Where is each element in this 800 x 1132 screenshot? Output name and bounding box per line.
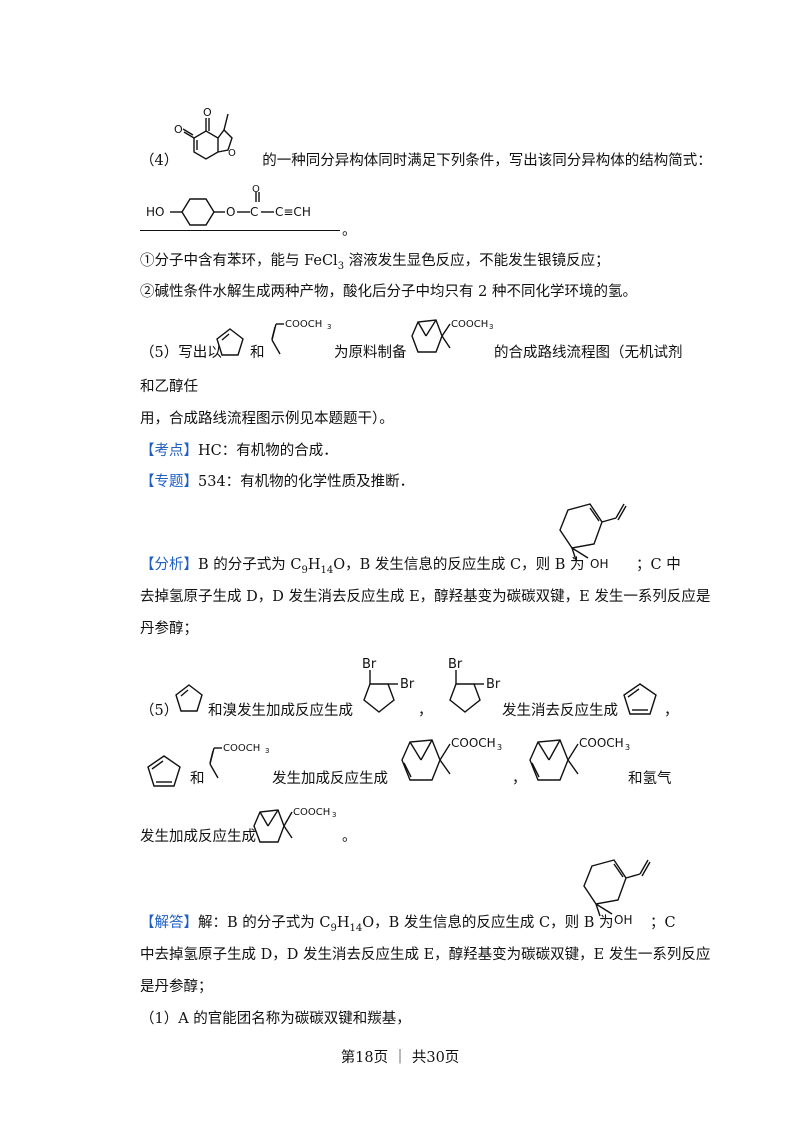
fenxi-line1: 【分析】B 的分子式为 C9H14O，B 发生信息的反应生成 C，则 B 为 — [140, 557, 585, 576]
svg-text:COOCH: COOCH — [579, 736, 624, 750]
svg-text:COOCH: COOCH — [223, 743, 260, 754]
q5-num: （5）写出以 — [140, 345, 222, 361]
svg-text:O: O — [252, 184, 260, 195]
final-product: COOCH 3 — [246, 800, 342, 854]
svg-text:3: 3 — [332, 811, 336, 819]
p5-t5: 发生加成反应生成 — [140, 829, 256, 845]
svg-text:COOCH: COOCH — [451, 736, 496, 750]
p5-t4: 和氢气 — [628, 771, 672, 787]
answer-period: 。 — [342, 223, 357, 239]
p5-comma3: ， — [512, 771, 527, 787]
svg-text:O: O — [203, 106, 212, 119]
kaodian-tag: 【考点】 — [140, 443, 198, 459]
p5-comma1: ， — [418, 703, 433, 719]
p5-end: 。 — [342, 829, 357, 845]
svg-text:3: 3 — [327, 323, 331, 331]
svg-text:3: 3 — [265, 747, 269, 755]
svg-text:O: O — [174, 123, 183, 136]
q5-and: 和 — [250, 345, 265, 361]
q5-raw: 为原料制备 — [334, 345, 407, 361]
condition-2: ②碱性条件水解生成两种产物，酸化后分子中均只有 2 种不同化学环境的氢。 — [140, 284, 637, 300]
p5-t1: 和溴发生加成反应生成 — [208, 703, 353, 719]
dibromocyclopentane-1: Br Br — [346, 654, 418, 722]
svg-text:Br: Br — [448, 657, 463, 672]
q5-target-text: 的合成路线流程图（无机试剂 — [494, 345, 683, 361]
zhuanti-tag: 【专题】 — [140, 474, 198, 490]
adduct-1: COOCH 3 — [394, 730, 504, 792]
jieda-tag: 【解答】 — [140, 915, 198, 931]
jieda-line3: 是丹参醇； — [140, 979, 213, 995]
svg-text:C≡CH: C≡CH — [275, 205, 311, 219]
jieda-cont: ；C — [650, 915, 676, 931]
q5-target-structure: COOCH 3 — [404, 312, 496, 364]
svg-text:COOCH: COOCH — [451, 319, 488, 330]
svg-text:OH: OH — [590, 557, 608, 571]
methyl-crotonate-structure: COOCH 3 — [266, 314, 336, 362]
svg-text:O: O — [226, 205, 235, 219]
p5-t2: 发生消去反应生成 — [502, 703, 618, 719]
p5-and: 和 — [190, 771, 205, 787]
dibromocyclopentane-2: Br Br — [432, 654, 504, 722]
zhuanti-line: 【专题】534：有机物的化学性质及推断． — [140, 474, 415, 490]
svg-text:C: C — [250, 205, 258, 219]
svg-text:3: 3 — [625, 743, 630, 752]
svg-text:COOCH: COOCH — [285, 319, 322, 330]
svg-text:3: 3 — [489, 323, 493, 331]
svg-text:Br: Br — [486, 677, 501, 692]
adduct-2: COOCH 3 — [522, 730, 632, 792]
kaodian-line: 【考点】HC：有机物的合成． — [140, 443, 338, 459]
q5-line3: 用，合成路线流程图示例见本题题干）。 — [140, 411, 394, 427]
cyclopentadiene-1 — [618, 680, 662, 720]
q4-question: （4）的一种同分异构体同时满足下列条件，写出该同分异构体的结构简式： — [140, 153, 712, 169]
q5-line2: 和乙醇任 — [140, 379, 198, 395]
q4-answer-structure: HO O C O C≡CH — [140, 184, 340, 228]
p5-methyl-crotonate: COOCH 3 — [204, 740, 274, 788]
p5-t3: 发生加成反应生成 — [272, 771, 388, 787]
svg-text:Br: Br — [362, 657, 377, 672]
b-structure-answer: OH — [570, 852, 666, 936]
page-footer: 第18页 ｜ 共30页 — [340, 1050, 460, 1066]
jieda-line4: （1）A 的官能团名称为碳碳双键和羰基， — [140, 1011, 411, 1027]
answer-underline — [140, 230, 340, 231]
fenxi-line3: 丹参醇； — [140, 621, 198, 637]
fenxi-tag: 【分析】 — [140, 557, 198, 573]
condition-1: ①分子中含有苯环，能与 FeCl3 溶液发生显色反应，不能发生银镜反应； — [140, 253, 610, 272]
p5-num: （5） — [140, 703, 179, 719]
svg-text:O: O — [228, 148, 236, 159]
svg-text:3: 3 — [497, 743, 502, 752]
jieda-line2: 中去掉氢原子生成 D，D 发生消去反应生成 E，醇羟基变为碳碳双键，E 发生一系… — [140, 947, 711, 963]
cyclopentene-structure — [214, 326, 246, 360]
q4-furanone-structure: O O O — [172, 100, 252, 172]
svg-text:HO: HO — [146, 205, 164, 219]
p5-comma2: ， — [664, 703, 679, 719]
svg-text:OH: OH — [614, 913, 632, 927]
fenxi-cont: ；C 中 — [636, 557, 681, 573]
fenxi-line2: 去掉氢原子生成 D，D 发生消去反应生成 E，醇羟基变为碳碳双键，E 发生一系列… — [140, 589, 711, 605]
cyclopentadiene-2 — [142, 752, 186, 792]
svg-text:COOCH: COOCH — [293, 807, 330, 818]
b-structure-analysis: OH — [546, 496, 642, 580]
jieda-line1: 【解答】解：B 的分子式为 C9H14O，B 发生信息的反应生成 C，则 B 为 — [140, 915, 614, 934]
p5-cyclopentene — [172, 682, 206, 716]
svg-text:Br: Br — [400, 677, 415, 692]
